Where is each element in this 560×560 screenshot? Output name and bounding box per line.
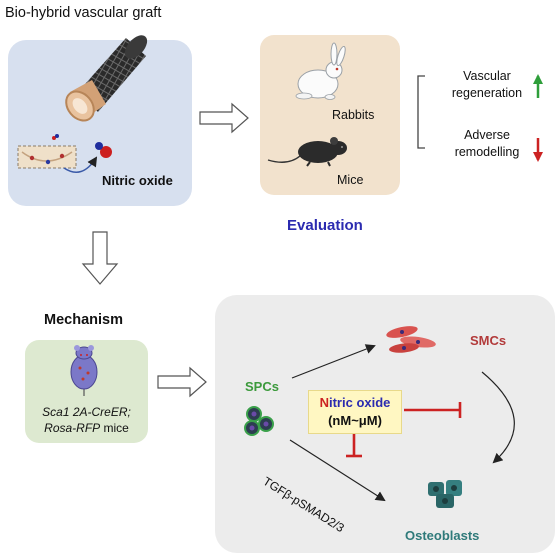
- vascular-regeneration-line1: Vascular: [463, 69, 511, 83]
- inhibit-osteo-pathway-icon: [346, 434, 362, 458]
- mice-label: Mice: [337, 173, 364, 187]
- mouse-model-line2-plain: mice: [100, 421, 129, 435]
- graft-to-mechanism-arrow: [81, 231, 119, 285]
- mechanism-heading: Mechanism: [44, 312, 123, 328]
- smc-cells-icon: [386, 326, 436, 353]
- spc-cells-icon: [244, 406, 274, 436]
- graft-section-icon: [17, 145, 98, 173]
- spcs-label: SPCs: [245, 379, 279, 394]
- vascular-regeneration-line2: regeneration: [451, 86, 523, 100]
- osteoblast-cells-icon: [428, 480, 462, 508]
- mouse-model-line2: Rosa-RFP mice: [25, 421, 148, 435]
- inhibit-smc-pathway-icon: [404, 402, 462, 418]
- model-to-pathway-arrow: [157, 366, 207, 398]
- nitric-oxide-label: Nitric oxide: [102, 173, 173, 188]
- osteoblasts-label: Osteoblasts: [405, 528, 480, 543]
- mouse-model-line1: Sca1 2A-CreER;: [42, 405, 131, 419]
- mouse-model-line2-italic: Rosa-RFP: [44, 421, 101, 435]
- rabbit-icon: [295, 42, 346, 100]
- vascular-graft-icon: [65, 35, 148, 122]
- rabbits-label: Rabbits: [332, 108, 375, 122]
- no-molecule-icon: [52, 134, 112, 158]
- spcs-to-osteoblasts-arrow: [289, 439, 386, 502]
- outcome-bracket: [417, 75, 425, 149]
- transgenic-mouse-icon: [70, 345, 98, 396]
- spcs-to-smcs-arrow: [291, 344, 376, 379]
- nitric-oxide-box: Nitric oxide (nM~μM): [308, 390, 402, 434]
- figure-title: Bio-hybrid vascular graft: [5, 5, 162, 21]
- nitric-oxide-title: Nitric oxide: [309, 394, 401, 412]
- smcs-to-osteoblasts-arrow: [481, 371, 515, 464]
- adverse-remodelling-line2: remodelling: [454, 145, 520, 159]
- evaluation-panel: [260, 35, 400, 195]
- graft-to-evaluation-arrow: [199, 102, 249, 134]
- evaluation-heading: Evaluation: [287, 217, 363, 234]
- mouse-icon: [267, 137, 347, 167]
- smcs-label: SMCs: [470, 333, 507, 348]
- adverse-remodelling-line1: Adverse: [464, 128, 510, 142]
- nitric-oxide-first-letter: N: [319, 395, 329, 410]
- nitric-oxide-rest: itric oxide: [328, 395, 391, 410]
- nitric-oxide-range: (nM~μM): [328, 413, 382, 428]
